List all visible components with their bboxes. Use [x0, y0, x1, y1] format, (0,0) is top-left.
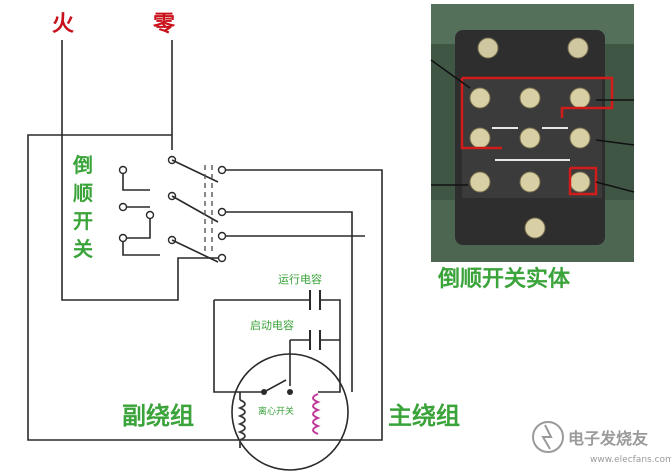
wires [27, 40, 383, 441]
watermark-brand: 电子发烧友 [568, 429, 649, 448]
bolt-icon [532, 421, 564, 453]
centrifugal-switch-icon [240, 379, 293, 395]
switch-label-char: 关 [73, 237, 93, 261]
switch-label-char: 开 [73, 209, 93, 233]
coil-icon [312, 393, 321, 435]
toggle-switch-icon [118, 155, 227, 263]
watermark-url: www.elecfans.com [590, 455, 671, 465]
run-capacitor-label: 运行电容 [278, 272, 322, 286]
switch-vertical-label: 倒 顺 开 关 [72, 153, 93, 261]
motor-housing [231, 353, 349, 471]
centrifugal-switch-label: 离心开关 [258, 405, 294, 417]
highlight-outline [460, 76, 614, 196]
photo-caption: 倒顺开关实体 [437, 266, 571, 292]
main-winding-label: 主绕组 [388, 402, 460, 430]
live-label: 火 [52, 12, 74, 37]
switch-label-char: 顺 [73, 181, 93, 205]
switch-label-char: 倒 [72, 153, 93, 177]
switch-mechanical-link [204, 165, 213, 255]
terminal-screws [469, 87, 591, 239]
neutral-label: 零 [152, 12, 176, 37]
switch-blades [171, 159, 219, 263]
start-capacitor-label: 启动电容 [250, 318, 294, 332]
aux-winding-label: 副绕组 [122, 402, 194, 430]
coil-icon [237, 399, 246, 448]
capacitor-icon [309, 290, 321, 350]
switch-photo [430, 4, 635, 262]
link-wires [492, 127, 570, 161]
watermark: 电子发烧友 www.elecfans.com [532, 421, 671, 465]
